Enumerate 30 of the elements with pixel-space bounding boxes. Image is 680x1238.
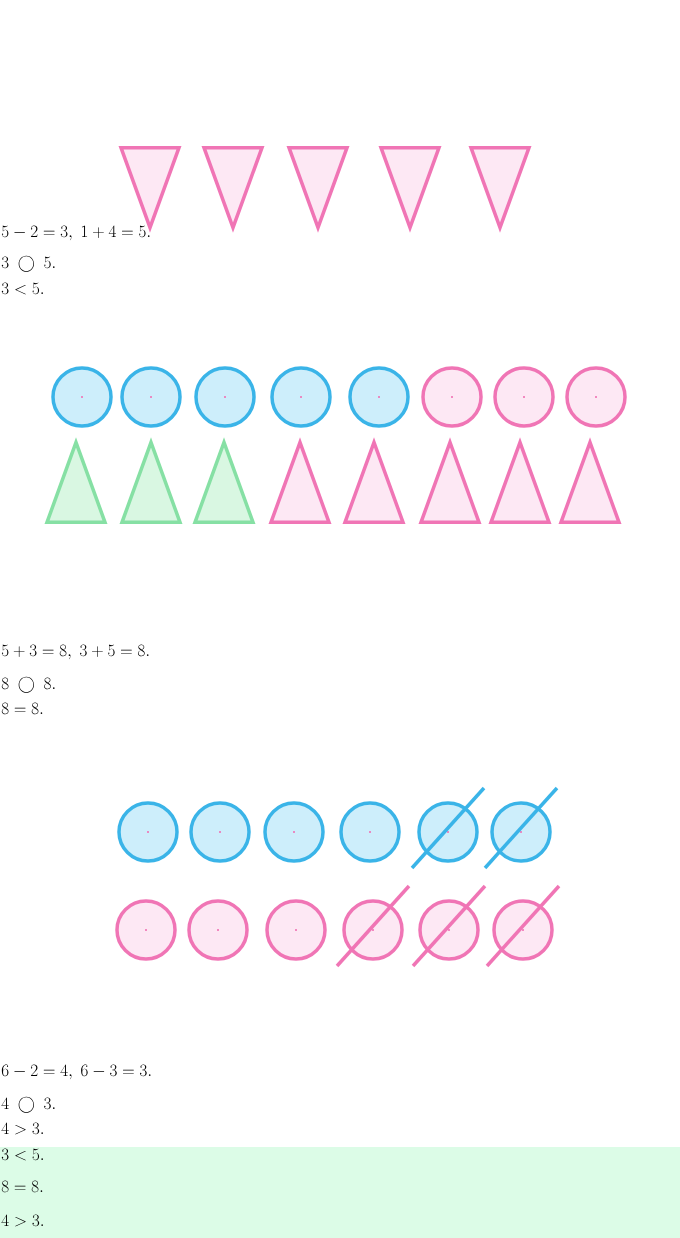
circle (421, 366, 483, 428)
equation: $5+3=8,\ 3+5=8.$ (1, 644, 149, 660)
crossed-out-circle (410, 786, 486, 870)
crossed-out-circle (411, 884, 487, 968)
circle (187, 899, 249, 961)
circle (493, 366, 555, 428)
equation: $8=8.$ (1, 1180, 43, 1193)
equation: $8=8.$ (1, 702, 43, 715)
crossed-out-circle (335, 884, 411, 968)
equation: $4\ \bigcirc\ 3.$ (1, 1096, 55, 1113)
equation: $8\ \bigcirc\ 8.$ (1, 676, 55, 693)
circle (194, 366, 256, 428)
circle (120, 366, 182, 428)
equation: $4>3.$ (1, 1122, 43, 1135)
equation: $4>3.$ (1, 1214, 43, 1227)
circle (115, 899, 177, 961)
circle (265, 899, 327, 961)
circle (263, 801, 325, 863)
equation: $6-2=4,\ 6-3=3.$ (1, 1064, 151, 1080)
circle (117, 801, 179, 863)
circle (270, 366, 332, 428)
equation: $5-2=3,\ 1+4=5.$ (1, 225, 150, 241)
circle (565, 366, 627, 428)
circle (339, 801, 401, 863)
circle (51, 366, 113, 428)
circle (348, 366, 410, 428)
equation: $3<5.$ (1, 282, 43, 295)
equation: $3\ \bigcirc\ 5.$ (1, 255, 55, 272)
equation: $3<5.$ (1, 1148, 43, 1161)
circle (189, 801, 251, 863)
